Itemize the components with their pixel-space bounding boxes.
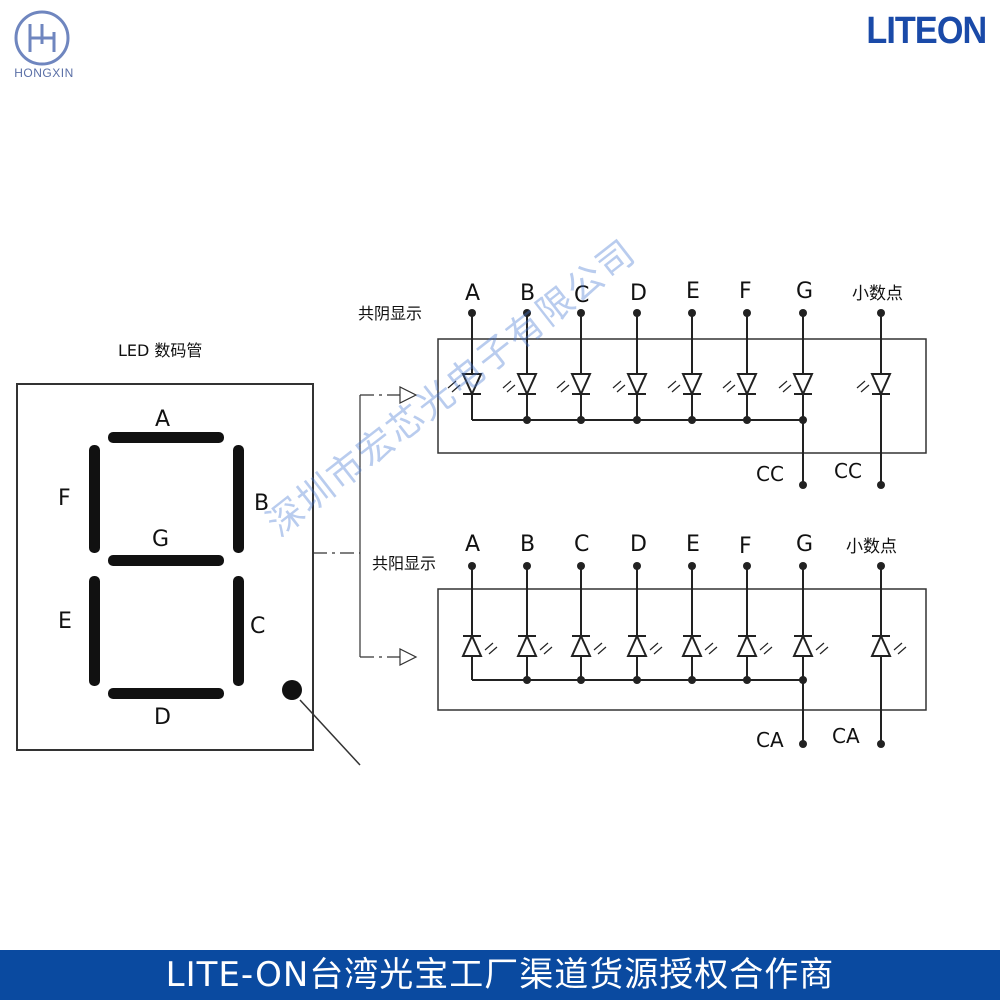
cathode-common-label-1: CC <box>756 462 784 486</box>
liteon-logo: LITEON <box>866 10 987 52</box>
light-arrow-icon <box>612 380 626 393</box>
seven-segment-display: A B C D E F G <box>16 383 361 766</box>
segment-label-b: B <box>254 491 269 516</box>
footer-banner: LITE-ON台湾光宝工厂渠道货源授权合作商 <box>0 950 1000 1000</box>
light-arrow-icon <box>778 380 792 393</box>
segment-c <box>233 576 244 686</box>
light-arrow-icon <box>667 380 681 393</box>
common-terminal <box>799 740 807 748</box>
led-diode-icon <box>461 373 483 397</box>
led-diode-icon <box>626 373 648 397</box>
hongxin-logo-icon <box>14 10 70 66</box>
light-arrow-icon <box>593 642 607 655</box>
arrow-icon <box>399 648 418 666</box>
light-arrow-icon <box>759 642 773 655</box>
light-arrow-icon <box>539 642 553 655</box>
arrow-icon <box>399 386 418 404</box>
light-arrow-icon <box>484 642 498 655</box>
light-arrow-icon <box>722 380 736 393</box>
segment-label-a: A <box>155 407 170 432</box>
led-diode-icon <box>516 373 538 397</box>
segment-a <box>108 432 224 443</box>
common-terminal <box>877 481 885 489</box>
hongxin-logo-text: HONGXIN <box>14 66 74 80</box>
led-diode-icon <box>570 633 592 657</box>
led-diode-icon <box>681 373 703 397</box>
pin-label: B <box>520 532 535 557</box>
segment-label-f: F <box>58 486 71 511</box>
led-diode-icon <box>516 633 538 657</box>
segment-d <box>108 688 224 699</box>
led-diode-icon <box>461 633 483 657</box>
cathode-common-label-2: CC <box>834 459 862 483</box>
segment-label-d: D <box>154 705 171 730</box>
anode-section-title: 共阳显示 <box>372 554 436 573</box>
pin-label: E <box>686 532 700 557</box>
pin-label: A <box>465 281 480 306</box>
led-diode-icon <box>792 373 814 397</box>
pin-label: 小数点 <box>852 284 903 304</box>
segment-b <box>233 445 244 553</box>
pin-label: B <box>520 281 535 306</box>
cathode-pin-labels: A B C D E F G 小数点 <box>465 279 903 308</box>
segment-e <box>89 576 100 686</box>
common-cathode-circuit <box>447 309 892 489</box>
anode-pin-labels: A B C D E F G 小数点 <box>465 532 897 559</box>
pin-label: E <box>686 279 700 304</box>
led-diode-icon <box>626 633 648 657</box>
pin-label: F <box>739 534 752 559</box>
light-arrow-icon <box>556 380 570 393</box>
pin-label: F <box>739 279 752 304</box>
pin-label: A <box>465 532 480 557</box>
common-terminal <box>799 481 807 489</box>
segment-label-e: E <box>58 609 72 634</box>
light-arrow-icon <box>649 642 663 655</box>
pin-label: G <box>796 532 813 557</box>
light-arrow-icon <box>815 642 829 655</box>
cathode-section-title: 共阴显示 <box>358 304 422 323</box>
led-diode-icon <box>870 373 892 397</box>
pin-label: C <box>574 283 589 308</box>
pin-label: D <box>630 532 647 557</box>
pin-label: G <box>796 279 813 304</box>
led-diode-icon <box>681 633 703 657</box>
common-anode-circuit <box>461 562 907 748</box>
led-diode-icon <box>736 373 758 397</box>
light-arrow-icon <box>502 380 516 393</box>
light-arrow-icon <box>704 642 718 655</box>
light-arrow-icon <box>893 642 907 655</box>
common-terminal <box>877 740 885 748</box>
cathode-circuit-box <box>437 338 927 454</box>
pin-label: 小数点 <box>846 537 897 557</box>
segment-label-g: G <box>152 527 169 552</box>
display-title: LED 数码管 <box>118 341 202 360</box>
anode-circuit-box <box>437 588 927 711</box>
connector-lines <box>313 386 418 666</box>
anode-common-label-2: CA <box>832 724 860 748</box>
pin-label: C <box>574 532 589 557</box>
led-diode-icon <box>570 373 592 397</box>
segment-g <box>108 555 224 566</box>
anode-common-label-1: CA <box>756 728 784 752</box>
led-diode-icon <box>736 633 758 657</box>
segment-label-c: C <box>250 614 265 639</box>
light-arrow-icon <box>856 380 870 393</box>
decimal-point <box>282 680 302 700</box>
segment-f <box>89 445 100 553</box>
led-diode-icon <box>870 633 892 657</box>
led-diode-icon <box>792 633 814 657</box>
light-arrow-icon <box>447 380 461 393</box>
pin-label: D <box>630 281 647 306</box>
